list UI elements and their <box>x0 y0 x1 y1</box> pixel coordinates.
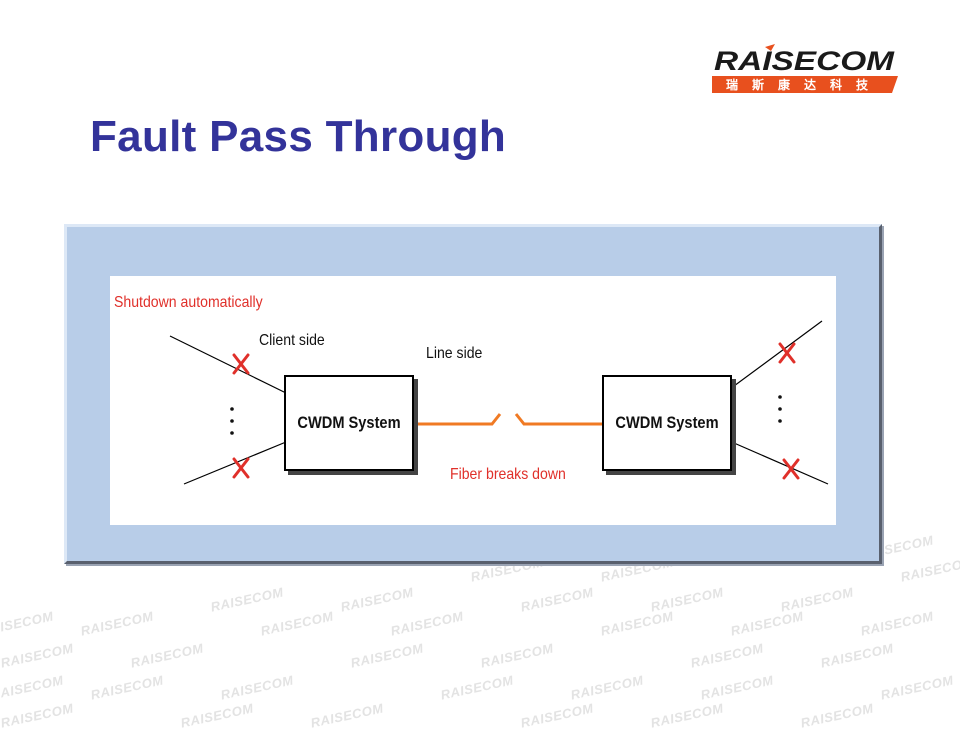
watermark-logo: RAISECOM <box>699 672 775 703</box>
logo-subtext: 瑞斯康达科技 <box>726 77 882 92</box>
page-title: Fault Pass Through <box>90 112 507 161</box>
diagram-lines <box>169 320 829 485</box>
watermark-logo: RAISECOM <box>519 700 595 731</box>
watermark-logo: RAISECOM <box>89 672 165 703</box>
cwdm-system-left-box: CWDM System <box>284 375 414 471</box>
watermark-logo: RAISECOM <box>569 672 645 703</box>
watermark-logo: RAISECOM <box>339 584 415 615</box>
logo-wordmark: RAISECOM <box>714 46 895 76</box>
diagram-panel: CWDM System CWDM System Shutdown automat… <box>110 276 836 525</box>
fiber-segment-right <box>514 413 602 426</box>
shutdown-annotation: Shutdown automatically <box>114 294 263 311</box>
fault-x-icon <box>778 342 796 364</box>
watermark-logo: RAISECOM <box>79 608 155 639</box>
watermark-logo: RAISECOM <box>519 584 595 615</box>
watermark-logo: RAISECOM <box>859 608 935 639</box>
fault-x-icon <box>232 353 250 375</box>
watermark-logo: RAISECOM <box>649 700 725 731</box>
watermark-logo: RAISECOM <box>689 640 765 671</box>
watermark-logo: RAISECOM <box>389 608 465 639</box>
watermark-logo: RAISECOM <box>729 608 805 639</box>
watermark-logo: RAISECOM <box>819 640 895 671</box>
fiber-break-label: Fiber breaks down <box>450 466 566 483</box>
watermark-logo: RAISECOM <box>479 640 555 671</box>
cwdm-left-label: CWDM System <box>297 413 401 432</box>
watermark-logo: RAISECOM <box>0 608 55 639</box>
ellipsis-left-icon <box>230 407 234 435</box>
watermark-logo: RAISECOM <box>179 700 255 731</box>
fault-x-icon <box>782 458 800 480</box>
client-side-label: Client side <box>259 332 325 349</box>
watermark-logo: RAISECOM <box>0 700 75 731</box>
raisecom-logo: RAISECOM 瑞斯康达科技 <box>712 44 898 98</box>
cwdm-right-label: CWDM System <box>615 413 719 432</box>
client-line-right-bottom <box>733 442 829 485</box>
watermark-logo: RAISECOM <box>439 672 515 703</box>
ellipsis-right-icon <box>778 395 782 423</box>
client-line-right-top <box>733 320 823 387</box>
watermark-logo: RAISECOM <box>879 672 955 703</box>
watermark-logo: RAISECOM <box>209 584 285 615</box>
watermark-logo: RAISECOM <box>799 700 875 731</box>
cwdm-system-right-box: CWDM System <box>602 375 732 471</box>
watermark-logo: RAISECOM <box>599 608 675 639</box>
watermark-logo: RAISECOM <box>309 700 385 731</box>
fault-x-icon <box>232 457 250 479</box>
client-line-left-top <box>169 335 287 394</box>
watermark-logo: RAISECOM <box>349 640 425 671</box>
watermark-logo: RAISECOM <box>0 640 75 671</box>
watermark-logo: RAISECOM <box>899 554 960 585</box>
watermark-logo: RAISECOM <box>129 640 205 671</box>
client-line-left-bottom <box>183 441 287 485</box>
fiber-segment-left <box>416 413 502 426</box>
watermark-logo: RAISECOM <box>259 608 335 639</box>
watermark-logo: RAISECOM <box>219 672 295 703</box>
line-side-label: Line side <box>426 345 483 362</box>
watermark-logo: RAISECOM <box>0 672 65 703</box>
